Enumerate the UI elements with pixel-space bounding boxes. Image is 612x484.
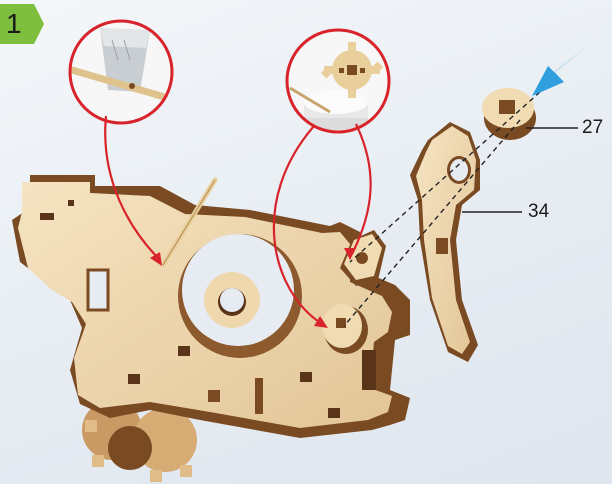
- step-badge: 1: [0, 4, 40, 44]
- step-number: 1: [6, 7, 22, 41]
- knife-trim-peg-icon: [60, 20, 190, 130]
- part-27-ring: [482, 88, 536, 140]
- part-34-lever: [410, 122, 480, 362]
- part-label-27: 27: [582, 117, 603, 139]
- part-label-34: 34: [528, 201, 549, 223]
- gear-wax-icon: [280, 28, 400, 138]
- insert-direction-arrow-icon: [532, 36, 600, 96]
